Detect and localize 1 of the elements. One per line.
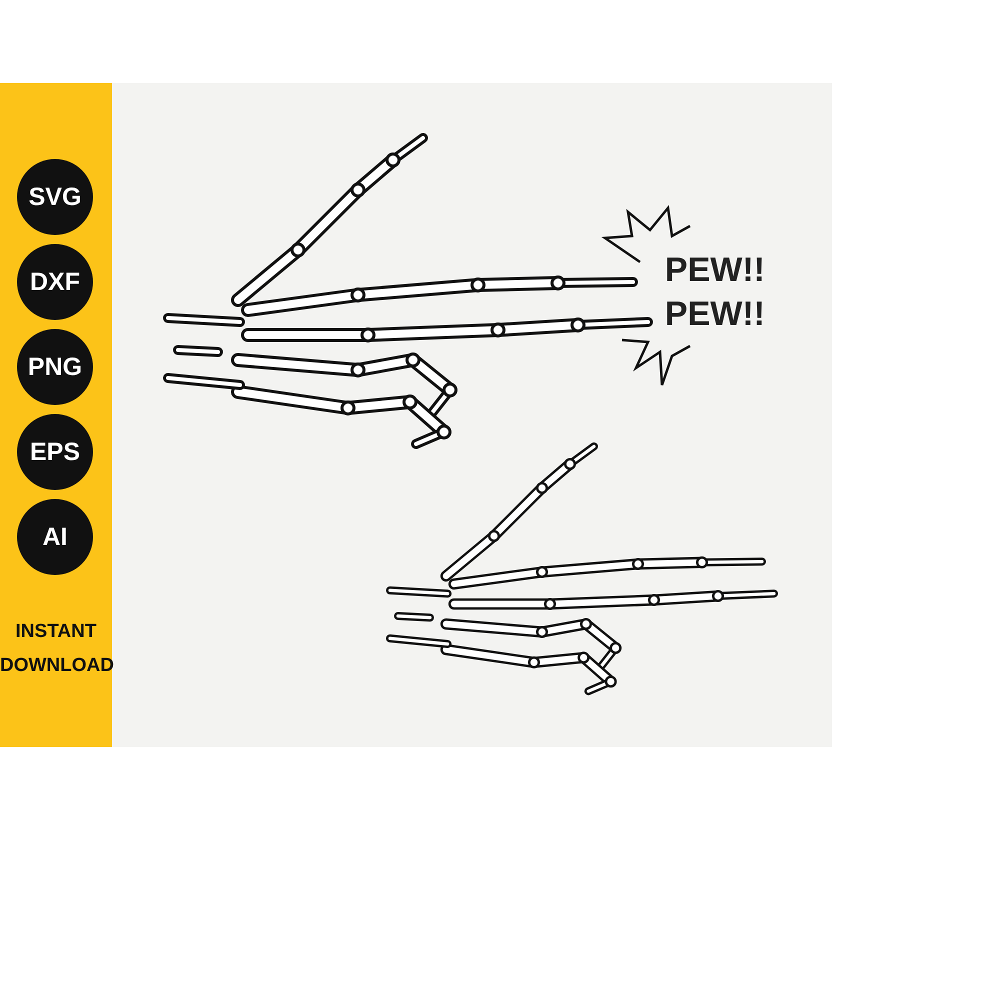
sound-effect-text: PEW!! PEW!! <box>664 250 765 335</box>
